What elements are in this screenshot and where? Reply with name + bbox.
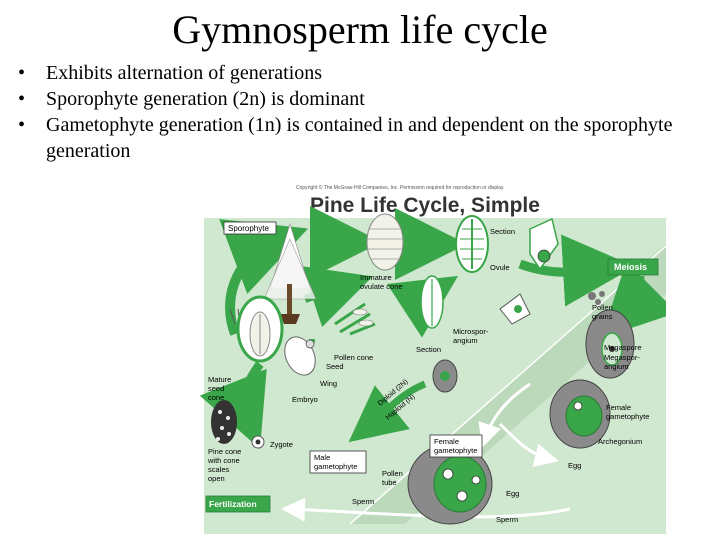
- sporophyte-label: Sporophyte: [228, 224, 269, 233]
- cycle-arrow: [200, 361, 267, 450]
- bullet-list: • Exhibits alternation of generations • Sp…: [18, 60, 708, 164]
- slide-title: Gymnosperm life cycle: [172, 7, 548, 52]
- male-gametophyte-label-2: gametophyte: [314, 462, 357, 471]
- female-gametophyte-label-box: [429, 434, 483, 458]
- ovule-illustration: [529, 217, 559, 271]
- open-pine-cone-illustration: [211, 400, 237, 444]
- seed-cone-label-2: cone: [208, 393, 224, 402]
- fertilization-ovule-illustration: [407, 443, 493, 525]
- cycle-arrow: [219, 219, 309, 336]
- bullet-text: Gametophyte generation (1n) is contained…: [46, 114, 673, 162]
- megasporangium-illustration: [585, 309, 635, 379]
- pollen-grains-illustration: [588, 291, 605, 305]
- female-gametophyte-label-2: gametophyte: [434, 446, 477, 455]
- bullet-glyph: •: [18, 88, 26, 110]
- male-gametophyte-label-box: [309, 450, 367, 474]
- pollen-cone-label: Pollen cone: [334, 353, 373, 362]
- microsporangium-illustration: [499, 293, 531, 325]
- fertilization-label: Fertilization: [209, 499, 257, 509]
- seed-label: Seed: [326, 362, 344, 371]
- grains-label: grains: [592, 312, 613, 321]
- sporophyte-label-box: [223, 221, 277, 235]
- bullet-text: Exhibits alternation of generations: [46, 62, 323, 84]
- pollen-cone-illustration: [334, 302, 376, 336]
- pine-cone-label-2: with cone: [207, 456, 240, 465]
- pollen-cone-section-illustration: [420, 275, 444, 329]
- section-label-top: Section: [490, 227, 515, 236]
- ovulate-cone-label: ovulate cone: [360, 282, 403, 291]
- bullet-item: • Sporophyte generation (2n) is dominant: [18, 86, 708, 112]
- female-gametophyte-label-1: Female: [434, 437, 459, 446]
- megasporangium-label-1: Megaspor-: [604, 353, 640, 362]
- figure-heading: Pine Life Cycle, Simple: [310, 194, 540, 217]
- megasporangium-label-2: angium: [604, 362, 629, 371]
- pollen-label: Pollen: [592, 303, 613, 312]
- mature-seed-cone-illustration: [236, 295, 284, 363]
- bullet-text: Sporophyte generation (2n) is dominant: [46, 88, 365, 110]
- embryo-label: Embryo: [292, 395, 318, 404]
- immature-label: Immature: [360, 273, 392, 282]
- meiosis-label-box: [607, 258, 659, 276]
- pollen-tube-label-2: tube: [382, 478, 397, 487]
- section-label-mid: Section: [416, 345, 441, 354]
- female-gametophyte-right-label-1: Female: [606, 403, 631, 412]
- ovule-section-illustration: [432, 359, 458, 393]
- pollen-tube-label-1: Pollen: [382, 469, 403, 478]
- copyright-notice: Copyright © The McGraw-Hill Companies, I…: [296, 184, 505, 191]
- meiosis-label: Meiosis: [614, 262, 647, 272]
- egg-bottom-label: Egg: [506, 489, 519, 498]
- microsporangium-label-2: angium: [453, 336, 478, 345]
- mature-label: Mature: [208, 375, 231, 384]
- egg-right-label: Egg: [568, 461, 581, 470]
- cycle-arrow: [498, 422, 559, 467]
- bullet-glyph: •: [18, 62, 26, 84]
- ovule-label: Ovule: [490, 263, 510, 272]
- bullet-item: • Exhibits alternation of generations: [18, 60, 708, 86]
- wing-label: Wing: [320, 379, 337, 388]
- pine-cone-label-3: scales: [208, 465, 230, 474]
- archegonium-label: Archegonium: [598, 437, 642, 446]
- seed-cone-label-1: seed: [208, 384, 224, 393]
- bullet-item: • Gametophyte generation (1n) is containe…: [18, 112, 708, 164]
- seed-with-wing-illustration: [284, 336, 316, 376]
- zygote-illustration: [251, 435, 265, 449]
- bullet-glyph: •: [18, 114, 26, 136]
- ovulate-cone-illustration: [366, 213, 404, 271]
- female-gametophyte-right-label-2: gametophyte: [606, 412, 649, 421]
- pine-tree-illustration: [229, 222, 317, 325]
- cycle-arrow: [348, 380, 427, 443]
- pine-cone-label-1: Pine cone: [208, 447, 241, 456]
- female-gametophyte-illustration: [549, 379, 611, 449]
- sperm-mid-label: Sperm: [352, 497, 374, 506]
- pine-cone-label-4: open: [208, 474, 225, 483]
- male-gametophyte-label-1: Male: [314, 453, 330, 462]
- sperm-bottom-label: Sperm: [496, 515, 518, 524]
- fertilization-label-box: [205, 495, 271, 513]
- pine-life-cycle-figure: Copyright © The McGraw-Hill Companies, I…: [200, 184, 666, 534]
- cycle-arrow: [478, 382, 531, 448]
- cone-section-illustration: [455, 215, 489, 273]
- microsporangium-label-1: Microspor-: [453, 327, 489, 336]
- megaspore-label: Megaspore: [604, 343, 642, 352]
- zygote-label: Zygote: [270, 440, 293, 449]
